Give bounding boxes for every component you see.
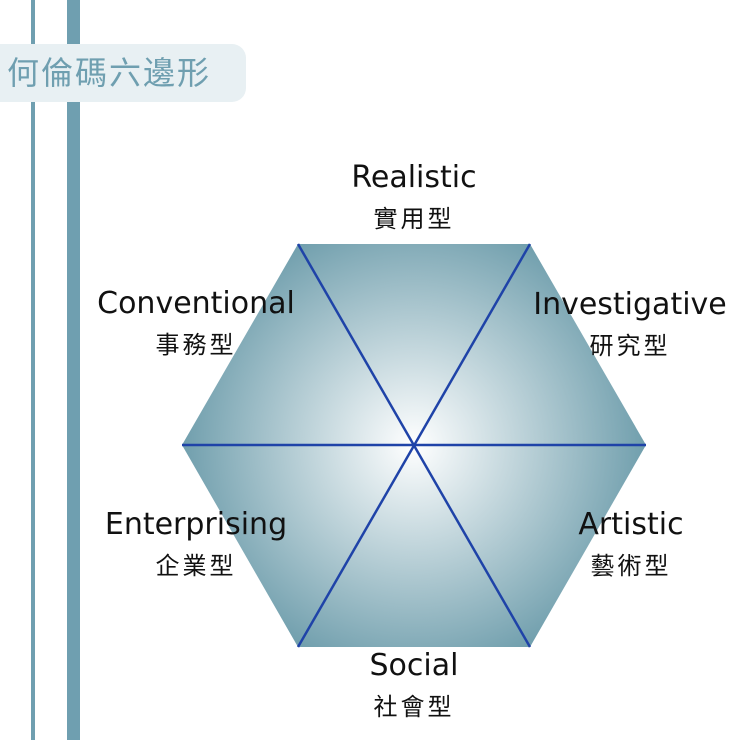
type-name-en: Realistic — [351, 160, 477, 195]
type-label-artistic: Artistic 藝術型 — [531, 507, 731, 583]
type-name-zh: 事務型 — [155, 331, 237, 359]
type-name-en: Investigative — [533, 287, 727, 322]
type-label-social: Social 社會型 — [314, 648, 514, 724]
type-name-zh: 社會型 — [373, 693, 455, 721]
type-name-zh: 研究型 — [589, 332, 671, 360]
type-label-realistic: Realistic 實用型 — [314, 160, 514, 236]
title-tab — [0, 44, 246, 102]
type-label-investigative: Investigative 研究型 — [520, 287, 740, 363]
type-name-zh: 藝術型 — [590, 552, 672, 580]
page-title: 何倫碼六邊形 — [7, 54, 212, 92]
type-name-zh: 企業型 — [155, 552, 237, 580]
type-name-en: Enterprising — [104, 507, 288, 542]
type-name-en: Conventional — [97, 286, 295, 321]
decorative-rail-thin — [31, 0, 35, 740]
type-name-en: Social — [369, 648, 459, 683]
decorative-rail-thick — [67, 0, 80, 740]
type-label-conventional: Conventional 事務型 — [86, 286, 306, 362]
type-name-en: Artistic — [578, 507, 684, 542]
type-label-enterprising: Enterprising 企業型 — [86, 507, 306, 583]
type-name-zh: 實用型 — [373, 205, 455, 233]
